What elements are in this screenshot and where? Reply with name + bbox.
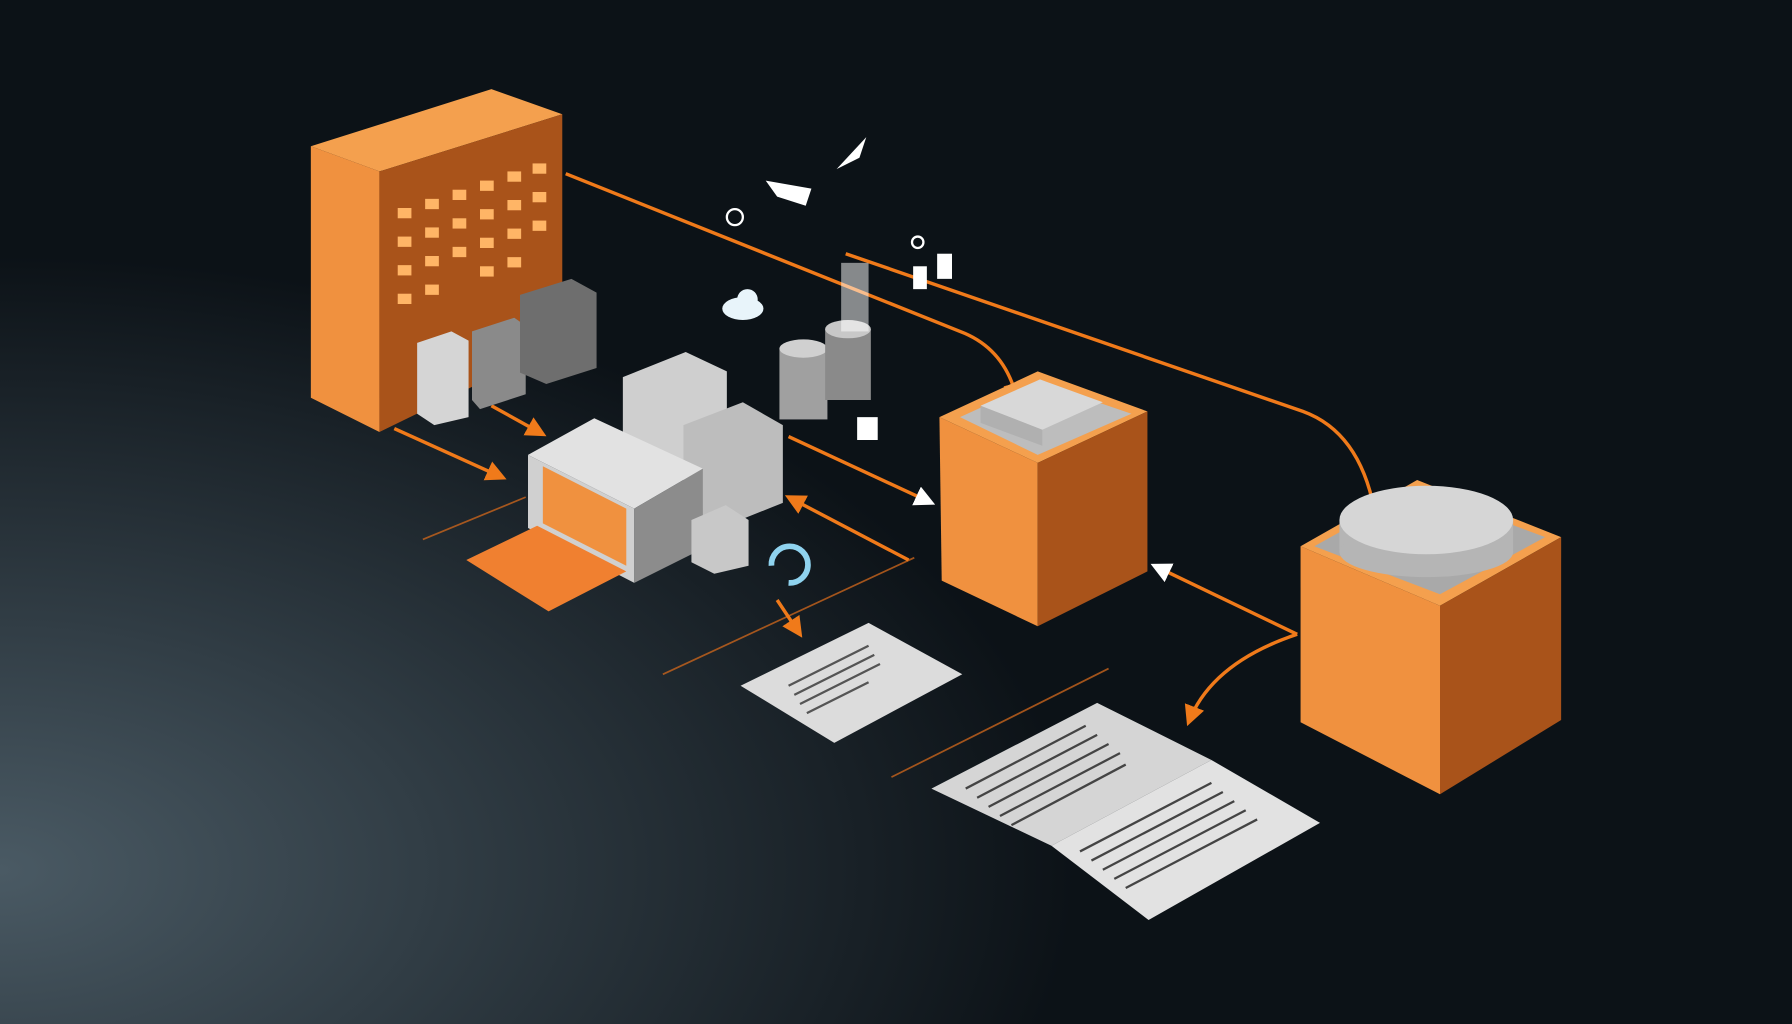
doc-icon [937, 253, 952, 279]
pen-icon [836, 137, 867, 170]
building-icon [310, 89, 597, 433]
database-icon [779, 262, 871, 420]
arrow-to-processing [787, 435, 936, 506]
doc-icon [913, 266, 927, 290]
cloud-icon [722, 289, 764, 320]
arrow-to-report [775, 599, 803, 638]
arrow-back-to-warehouse [784, 495, 910, 562]
storage-box [1300, 480, 1562, 795]
arrow-small [490, 404, 547, 437]
document-icon [740, 622, 963, 743]
processing-box [939, 371, 1148, 627]
open-book-icon [931, 702, 1320, 920]
monitor-icon [857, 417, 878, 440]
arrow-to-book [1184, 632, 1298, 727]
chart-icon [768, 543, 811, 586]
warehouse-icon [466, 352, 783, 612]
network-icon [725, 208, 744, 227]
floating-icons [725, 137, 952, 586]
arrow-storage-to-processing [1150, 563, 1298, 636]
gear-icon [910, 235, 925, 250]
arrow-building-to-warehouse [393, 427, 507, 481]
small-building [417, 331, 469, 426]
ship-icon [765, 180, 812, 206]
